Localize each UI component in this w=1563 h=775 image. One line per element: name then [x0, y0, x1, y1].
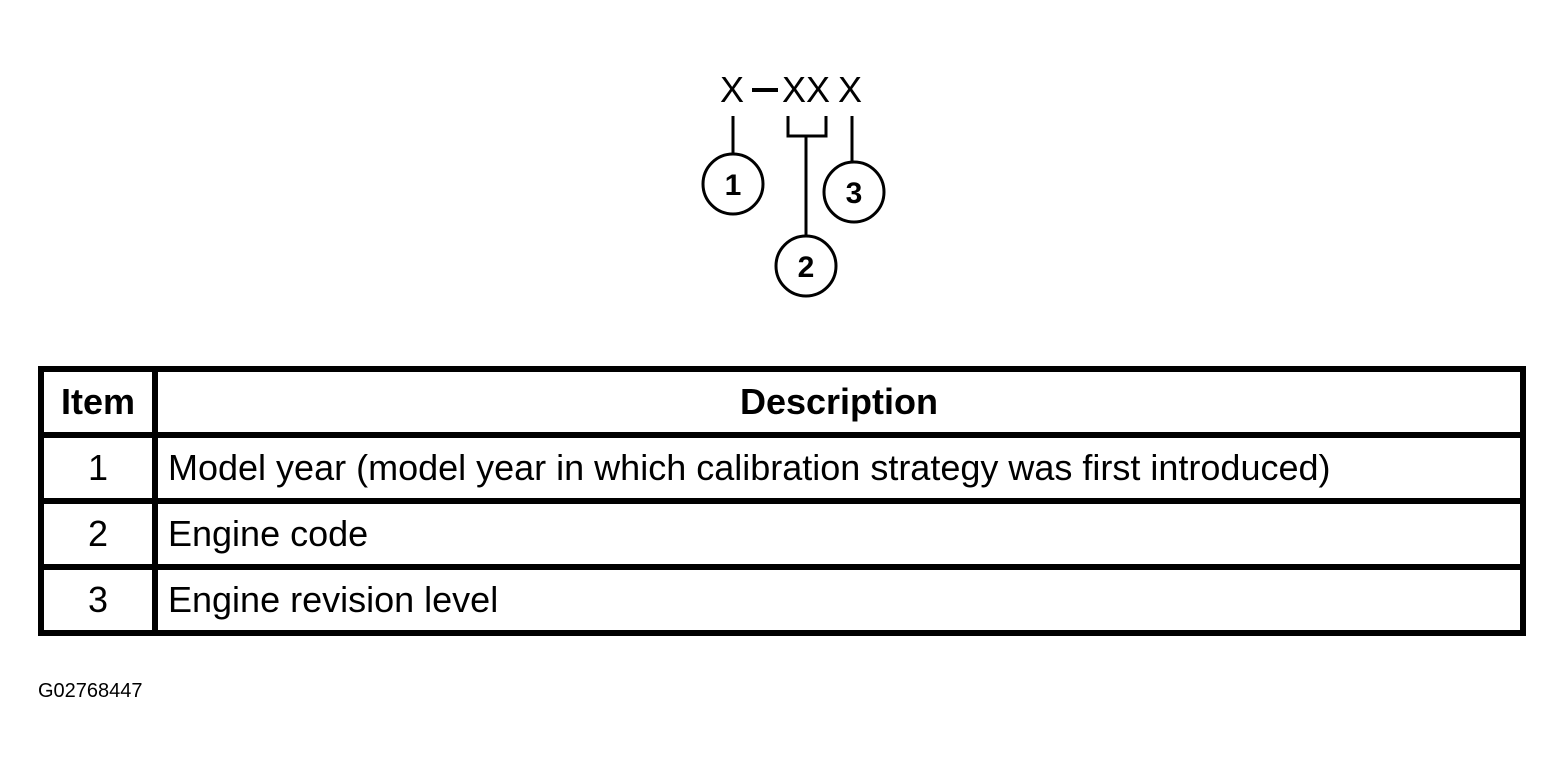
- column-header-description: Description: [152, 366, 1526, 438]
- row-description: Engine revision level: [152, 564, 1526, 636]
- row-description: Model year (model year in which calibrat…: [152, 432, 1526, 504]
- column-header-item: Item: [38, 366, 158, 438]
- figure-id: G02768447: [38, 680, 143, 702]
- row-description: Engine code: [152, 498, 1526, 570]
- engine-code-diagram: X XX X 1 2 3: [701, 69, 886, 298]
- table-row: 2 Engine code: [38, 498, 1526, 570]
- legend-table: Item Description 1 Model year (model yea…: [38, 366, 1526, 636]
- row-item-number: 3: [38, 564, 158, 636]
- row-item-number: 1: [38, 432, 158, 504]
- table-row: 3 Engine revision level: [38, 564, 1526, 636]
- callout-number-1: 1: [725, 169, 742, 202]
- bracket-engine-code: [786, 116, 828, 138]
- callout-number-2: 2: [798, 251, 815, 284]
- callout-circle-1: [701, 152, 765, 216]
- code-char-model-year: X: [720, 69, 744, 110]
- row-item-number: 2: [38, 498, 158, 570]
- table-row: 1 Model year (model year in which calibr…: [38, 432, 1526, 504]
- callout-circle-2: [774, 234, 838, 298]
- callout-circle-3: [822, 160, 886, 224]
- code-char-engine-code: XX: [782, 69, 830, 110]
- code-char-revision: X: [838, 69, 862, 110]
- table-header-row: Item Description: [38, 366, 1526, 438]
- callout-number-3: 3: [846, 177, 863, 210]
